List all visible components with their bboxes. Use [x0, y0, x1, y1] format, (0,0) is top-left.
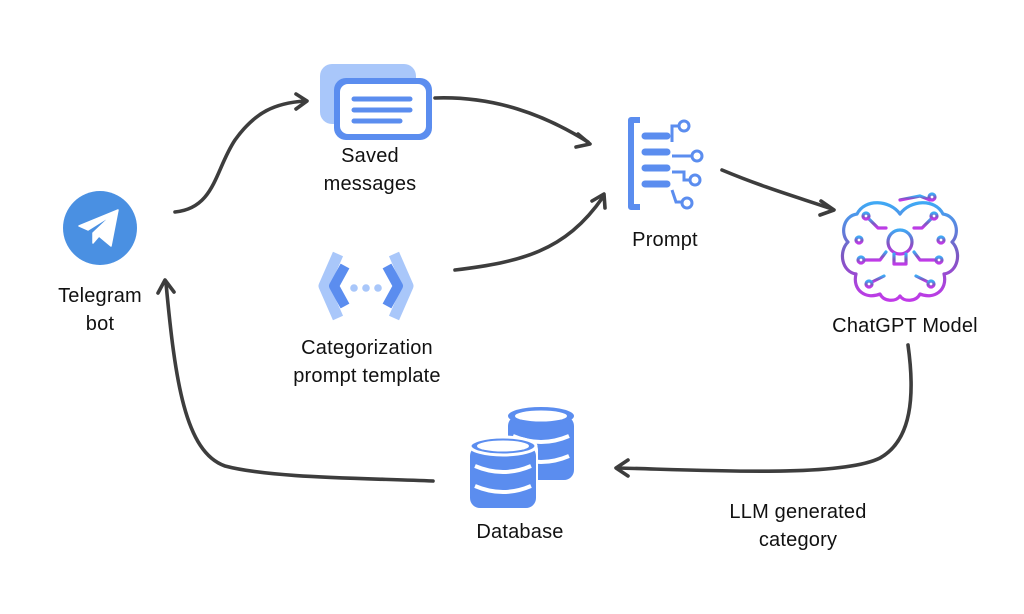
- saved-messages-label-line2: messages: [323, 173, 417, 195]
- prompt-label: Prompt: [610, 226, 720, 254]
- chatgpt-model-label: ChatGPT Model: [812, 312, 998, 340]
- template-label-line2: prompt template: [293, 365, 441, 387]
- template-label-line1: Categorization: [301, 337, 433, 359]
- saved-messages-label: Saved messages: [300, 142, 440, 198]
- arrow-saved-to-prompt: [433, 96, 592, 149]
- llm-category-label-line1: LLM generated: [729, 501, 867, 523]
- prompt-label-text: Prompt: [632, 229, 698, 251]
- telegram-icon: [63, 191, 137, 265]
- telegram-label-line1: Telegram: [58, 285, 142, 307]
- arrow-chatgpt-to-database: [614, 343, 913, 478]
- llm-category-label-line2: category: [758, 529, 838, 551]
- arrow-prompt-to-chatgpt: [720, 168, 836, 217]
- database-icon: [466, 407, 574, 508]
- database-front-stack: [466, 435, 538, 508]
- template-label: Categorization prompt template: [272, 334, 462, 390]
- arrow-template-to-prompt: [453, 192, 607, 272]
- arrow-telegram-to-saved: [173, 92, 309, 214]
- document-circuit-icon: [628, 117, 704, 210]
- saved-messages-label-line1: Saved: [341, 145, 399, 167]
- code-brackets-icon: [318, 251, 414, 321]
- messages-icon: [320, 64, 432, 140]
- telegram-label-line2: bot: [85, 313, 115, 335]
- llm-category-label: LLM generated category: [706, 498, 890, 554]
- database-label-text: Database: [476, 521, 564, 543]
- telegram-bot-label: Telegram bot: [30, 282, 170, 338]
- arrow-database-to-telegram: [156, 278, 435, 483]
- ai-brain-icon: [840, 192, 960, 302]
- database-label: Database: [460, 518, 580, 546]
- chatgpt-label-text: ChatGPT Model: [832, 315, 978, 337]
